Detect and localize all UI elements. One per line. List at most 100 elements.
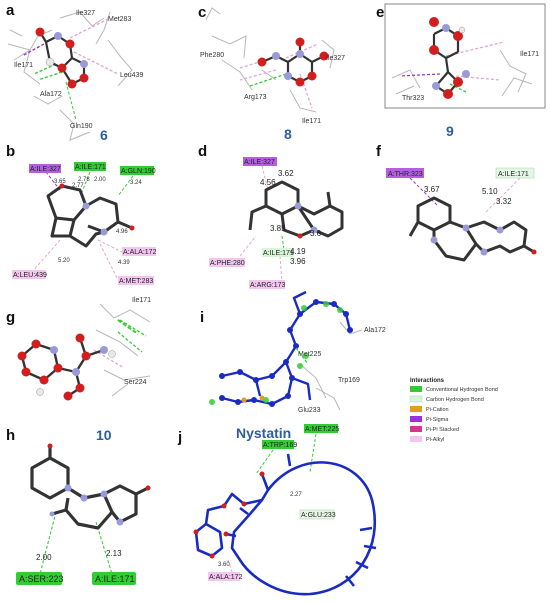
tag-b-met283-bg [118,276,154,285]
tag-b-gln190: A:GLN:190 [121,168,156,175]
residue-phe280: Phe280 [200,52,224,59]
tag-d-ile327: A:ILE:327 [244,159,275,166]
residue-thr323: Thr323 [402,95,424,102]
dist-d-6: 3.96 [290,257,306,266]
residue-ile327: Ile327 [76,10,95,17]
tag-h-ile171-bg [92,572,136,585]
tag-f-thr323-bg [386,168,424,178]
tag-f-ile171: A:ILE:171 [498,171,529,178]
residue-trp169: Trp169 [338,377,360,384]
tag-d-arg173-bg [249,280,285,289]
dist-b-3: 2.77 [72,183,84,189]
panel-e: e Ile171 Thr323 9 [376,3,546,139]
dist-d-2: 4.56 [260,178,276,187]
legend-label-pi-sigma: Pi-Sigma [426,417,449,423]
panel-i: i Ala172 Met225 Trp [200,290,386,414]
residue-gln190: Gln190 [70,123,93,130]
panel-j-label: j [177,429,182,446]
dist-f-1: 3.67 [424,185,440,194]
tag-j-ala172-bg [208,572,240,581]
residue-ile171-c: Ile171 [302,118,321,125]
panel-g: g Ile171 Ser224 [6,297,151,401]
dist-b-1: 3.65 [54,179,66,185]
panel-d: d A:ILE:327 A:ILE:171 A:PHE:280 A:ARG:17… [198,143,344,289]
dist-h-2: 2.13 [106,549,122,558]
residue-ser224: Ser224 [124,379,147,386]
dist-j-1: 2.27 [290,492,302,498]
tag-f-ile171-bg [495,167,535,179]
tag-b-leu439: A:LEU:439 [13,272,47,279]
tag-d-ile171: A:ILE:171 [263,250,294,257]
dist-f-2: 5.10 [482,187,498,196]
residue-ile327-c: Ile327 [326,55,345,62]
dist-b-4: 2.00 [94,177,106,183]
compound-9-title: 9 [446,123,454,139]
residue-leu439: Leu439 [120,72,143,79]
residue-glu233: Glu233 [298,407,321,414]
dist-f-3: 3.32 [496,197,512,206]
residue-ile171: Ile171 [14,62,33,69]
tag-b-ala172-bg [122,247,156,256]
legend-label-pi-pi-stacked: Pi-Pi Stacked [426,427,459,433]
residue-ala172-i: Ala172 [364,327,386,334]
tag-d-ile327-bg [243,157,277,166]
dist-j-2: 3.60 [218,562,230,568]
legend-swatch-conventional-hbond [410,386,422,392]
dist-d-3: 3.85 [270,224,286,233]
tag-b-met283: A:MET:283 [119,278,153,285]
dist-d-1: 3.62 [278,169,294,178]
dist-d-4: 3.6 [310,229,322,238]
tag-h-ile171: A:ILE:171 [95,574,135,584]
residue-met225: Met225 [298,351,321,358]
panel-h: h 10 A:SER:223 A:ILE:171 2.00 2.13 [6,427,151,585]
panel-h-label: h [6,427,15,444]
dist-d-5: 4.19 [290,247,306,256]
legend-swatch-carbon-hbond [409,395,423,403]
panel-j: j Nystatin A:TRP:169 A:MET:225 A:GLU:233… [177,424,377,596]
panel-b: b A:ILE:327 A:ILE:171 A:GLN:190 A:ALA:17… [6,143,157,285]
panel-f-label: f [376,143,382,160]
residue-ala172: Ala172 [40,91,62,98]
panel-e-label: e [376,4,384,21]
tag-d-arg173: A:ARG:173 [250,282,286,289]
dist-h-1: 2.00 [36,553,52,562]
tag-b-leu439-bg [12,270,46,279]
compound-nystatin-title: Nystatin [236,425,291,441]
tag-j-ala172: A:ALA:172 [209,574,243,581]
legend-label-carbon-hbond: Carbon Hydrogen Bond [426,397,484,403]
dist-b-8: 4.39 [118,260,130,266]
tag-b-ile327-bg [29,164,61,173]
tag-j-glu233: A:GLU:233 [301,512,336,519]
tag-b-ile327: A:ILE:327 [30,166,61,173]
tag-b-ile171: A:ILE:171 [75,164,106,171]
tag-b-ile171-bg [74,162,106,171]
legend-swatch-pi-cation [410,406,422,412]
dist-b-2: 2.78 [78,177,90,183]
panel-g-label: g [6,309,15,326]
tag-j-glu233-bg [299,509,335,520]
compound-10-title: 10 [96,427,112,443]
compound-8-title: 8 [284,126,292,142]
panel-c-label: c [198,4,206,21]
tag-d-phe280-bg [209,258,245,267]
legend-label-pi-alkyl: Pi-Alkyl [426,437,444,443]
tag-f-thr323: A:THR:323 [388,171,423,178]
legend-swatch-pi-alkyl [410,436,422,442]
residue-ile171-e: Ile171 [520,51,539,58]
residue-met283: Met283 [108,16,131,23]
tag-d-phe280: A:PHE:280 [210,260,245,267]
legend-label-conventional-hbond: Conventional Hydrogen Bond [426,387,498,393]
tag-b-ala172: A:ALA:172 [123,249,157,256]
tag-h-ser223: A:SER:223 [19,574,64,584]
tag-h-ser223-bg [16,572,62,585]
dist-b-7: 5.20 [58,258,70,264]
legend-label-pi-cation: Pi-Cation [426,407,449,413]
dist-b-6: 4.96 [116,229,128,235]
panel-a-label: a [6,2,15,19]
panel-i-label: i [200,309,204,326]
legend-swatch-pi-sigma [410,416,422,422]
tag-j-met225-bg [304,424,338,433]
tag-j-met225: A:MET:225 [305,426,339,433]
panel-b-label: b [6,143,15,160]
